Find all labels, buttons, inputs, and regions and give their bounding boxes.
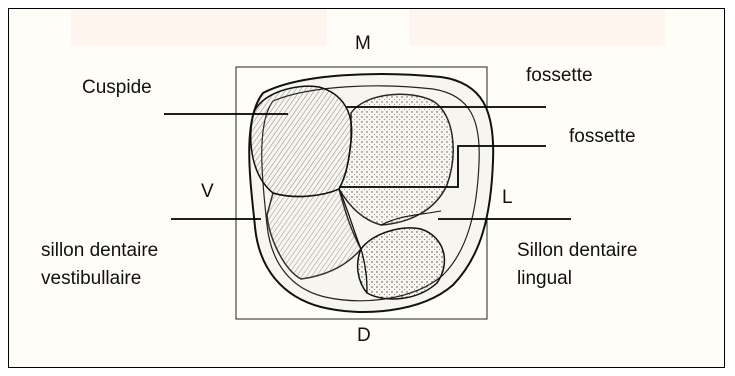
orientation-label-vestibular: V: [201, 180, 214, 204]
diagram-frame: [8, 8, 725, 368]
label-sillon-lingual: Sillon dentaire lingual: [517, 237, 637, 293]
cusp-mesio-vestibular: [251, 86, 352, 196]
label-sillon-lingual-line2: lingual: [517, 265, 637, 293]
label-sillon-lingual-line1: Sillon dentaire: [517, 237, 637, 265]
label-sillon-vestibulaire: sillon dentaire vestibullaire: [41, 237, 158, 293]
label-fossette-right: fossette: [569, 125, 636, 149]
label-sillon-vestibulaire-line2: vestibullaire: [41, 265, 158, 293]
label-fossette-top: fossette: [526, 64, 593, 88]
orientation-label-lingual: L: [502, 186, 513, 210]
label-sillon-vestibulaire-line1: sillon dentaire: [41, 237, 158, 265]
tooth-occlusal-illustration: [9, 9, 725, 368]
orientation-label-distal: D: [357, 324, 371, 348]
label-cuspide: Cuspide: [82, 76, 152, 100]
orientation-label-mesial: M: [355, 32, 371, 56]
